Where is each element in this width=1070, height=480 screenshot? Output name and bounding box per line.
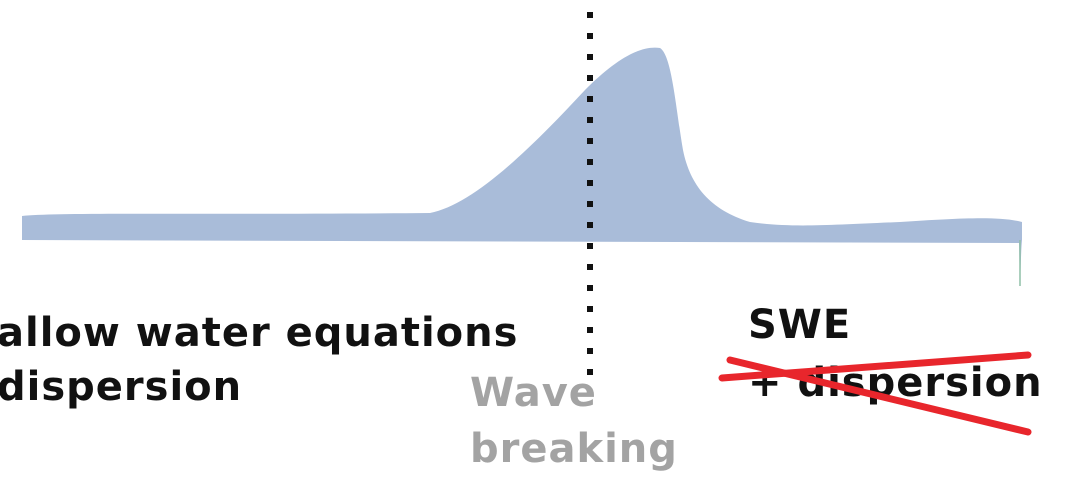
right-label-line1: SWE xyxy=(748,302,851,348)
cross-out-stroke-1 xyxy=(718,351,1032,382)
wave-profile xyxy=(22,47,1022,285)
middle-label-line2: breaking xyxy=(470,426,678,472)
middle-label-line1: Wave xyxy=(470,370,597,416)
cross-out-stroke-2 xyxy=(726,356,1032,436)
left-label-line1: allow water equations xyxy=(0,310,518,356)
left-label-line2: dispersion xyxy=(0,364,242,410)
